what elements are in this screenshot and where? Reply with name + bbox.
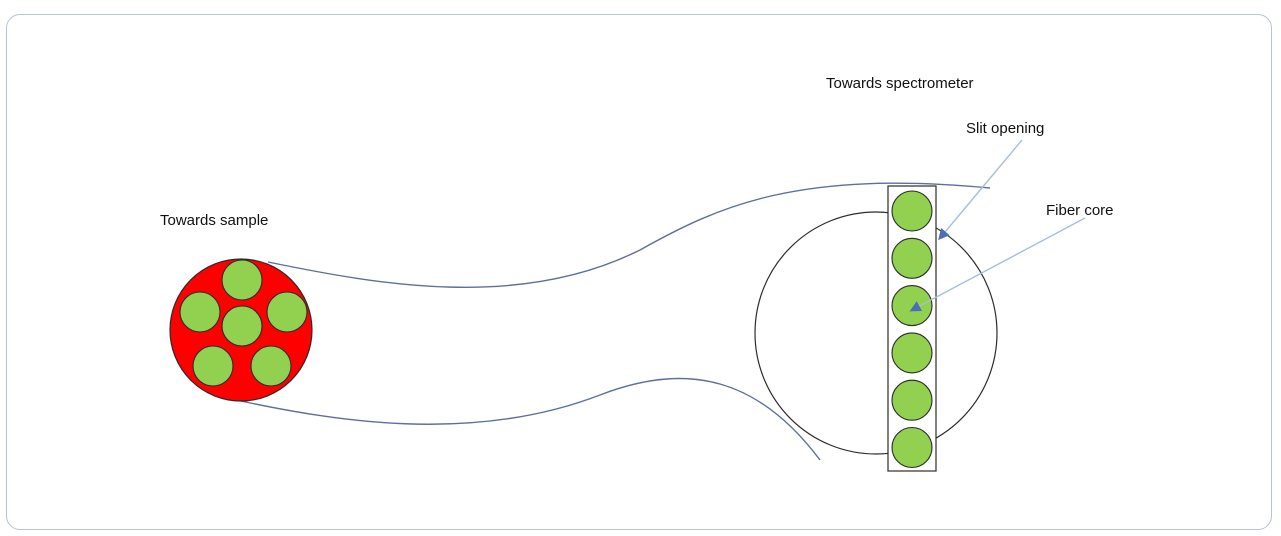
sample-fiber-core <box>266 291 308 333</box>
fiber-lower-edge <box>235 377 821 461</box>
sample-fiber-core <box>250 345 292 387</box>
fiber-upper-edge <box>267 182 991 288</box>
towards-spectrometer-label: Towards spectrometer <box>826 75 974 92</box>
fiber-core-arrow <box>909 217 1086 312</box>
slit-fiber-core <box>891 285 933 327</box>
sample-fiber-core <box>179 291 221 333</box>
sample-fiber-core <box>192 345 234 387</box>
sample-fiber-core <box>221 259 263 301</box>
spectrometer-end-outline <box>754 211 998 455</box>
slit-opening-rect <box>887 185 937 472</box>
spectrometer-end-view <box>754 185 998 472</box>
slit-fiber-core <box>891 379 933 421</box>
slit-fiber-core <box>891 426 933 469</box>
slit-opening-arrow <box>938 139 1023 241</box>
sample-end-bundle <box>169 258 313 402</box>
slit-fiber-core <box>891 190 933 232</box>
sample-fiber-core <box>221 305 263 347</box>
slit-fiber-core <box>891 332 933 374</box>
towards-sample-label: Towards sample <box>160 212 268 229</box>
fiber-core-label: Fiber core <box>1046 202 1114 219</box>
slit-opening-label: Slit opening <box>966 120 1044 137</box>
slit-fiber-core <box>891 237 933 279</box>
